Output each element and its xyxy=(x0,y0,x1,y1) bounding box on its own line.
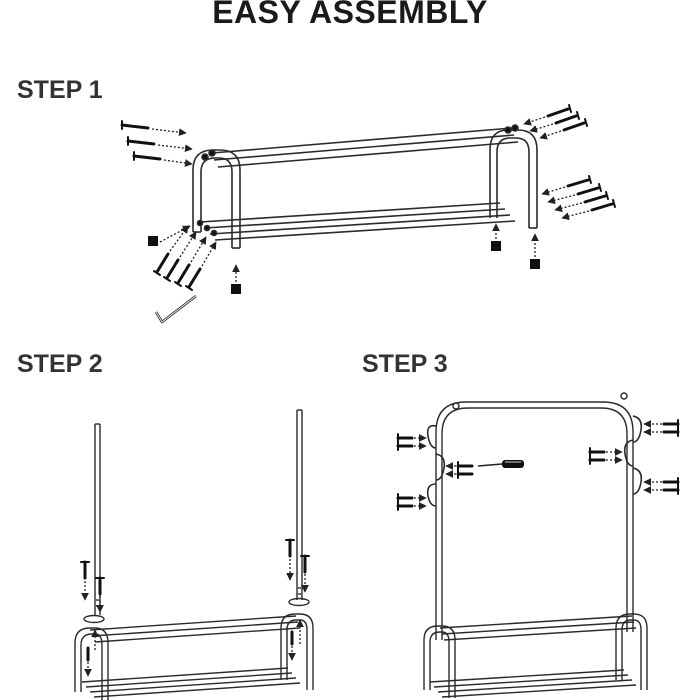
top-tubes xyxy=(211,127,519,168)
step-2-label: STEP 2 xyxy=(17,350,103,378)
step-1-arrows-feet xyxy=(232,223,539,282)
step-1-arrows-left-top xyxy=(151,128,193,167)
screw-icon xyxy=(456,469,474,479)
screw-icon xyxy=(120,120,150,130)
coat-rack-frame xyxy=(435,392,634,640)
screw-icon xyxy=(285,538,295,558)
hook-icon xyxy=(623,439,634,467)
step-1-arrows-right-bottom xyxy=(541,186,590,221)
step-1-screws-left-bottom xyxy=(153,252,202,291)
step-1-screws-left-top xyxy=(120,120,162,161)
screw-icon xyxy=(662,477,680,487)
step-3-diagram xyxy=(423,392,648,698)
hook-icon xyxy=(632,467,643,495)
screwdriver-icon xyxy=(477,460,524,468)
hook-icon xyxy=(632,415,643,443)
screw-icon xyxy=(126,136,156,146)
step-2-shoe-rack xyxy=(74,613,314,700)
foot-cap-icon xyxy=(231,284,241,294)
step-2-diagram xyxy=(74,409,314,700)
screw-icon xyxy=(590,199,616,212)
screw-icon xyxy=(554,111,580,125)
page-title: EASY ASSEMBLY xyxy=(212,0,488,30)
screw-icon xyxy=(662,427,680,437)
screw-icon xyxy=(95,576,105,596)
screw-icon xyxy=(456,461,474,471)
screw-icon xyxy=(588,447,606,457)
hook-icon xyxy=(435,453,446,481)
screw-icon xyxy=(583,191,609,204)
foot-cap-icon xyxy=(530,259,540,269)
screw-icon xyxy=(153,252,170,276)
step-1-screws-right-top xyxy=(546,104,588,132)
screw-icon xyxy=(300,554,310,574)
step-1-arrows-right-top xyxy=(523,116,562,140)
left-mount-plate xyxy=(83,614,105,624)
right-pole xyxy=(296,409,303,600)
screw-icon xyxy=(174,263,191,287)
step-2-screws xyxy=(80,538,310,662)
step-1-screws-right-bottom xyxy=(566,175,616,212)
screw-icon xyxy=(566,175,592,188)
screw-icon xyxy=(396,433,414,443)
step-3-arrows xyxy=(414,420,662,510)
allen-key-icon xyxy=(154,295,197,324)
step-1-label: STEP 1 xyxy=(17,76,103,104)
screw-icon xyxy=(662,419,680,429)
screw-icon xyxy=(80,560,90,580)
screw-icon xyxy=(562,118,588,132)
screw-icon xyxy=(396,441,414,451)
screw-icon xyxy=(396,501,414,511)
screw-icon xyxy=(396,493,414,503)
screw-icon xyxy=(576,183,602,196)
screw-icon xyxy=(588,455,606,465)
right-mount-plate xyxy=(288,597,310,607)
bottom-tubes xyxy=(199,202,516,241)
right-end-frame xyxy=(489,129,538,229)
screw-icon xyxy=(662,485,680,495)
screw-icon xyxy=(132,151,162,161)
step-1-foot-caps xyxy=(148,236,540,294)
foot-cap-icon xyxy=(148,236,158,246)
hook-icon xyxy=(426,424,437,449)
step-1-diagram xyxy=(192,124,538,249)
hook-icon xyxy=(426,483,437,507)
step-3-screws xyxy=(396,419,680,511)
step-3-shoe-rack xyxy=(423,613,648,698)
step-3-hooks xyxy=(426,415,643,507)
foot-cap-icon xyxy=(491,241,501,251)
screw-icon xyxy=(546,104,572,118)
step-1-arrows-left-bottom xyxy=(159,225,217,267)
screw-icon xyxy=(163,258,180,282)
step-3-label: STEP 3 xyxy=(362,350,448,378)
step-2-arrows xyxy=(81,559,309,677)
screw-icon xyxy=(185,267,202,291)
